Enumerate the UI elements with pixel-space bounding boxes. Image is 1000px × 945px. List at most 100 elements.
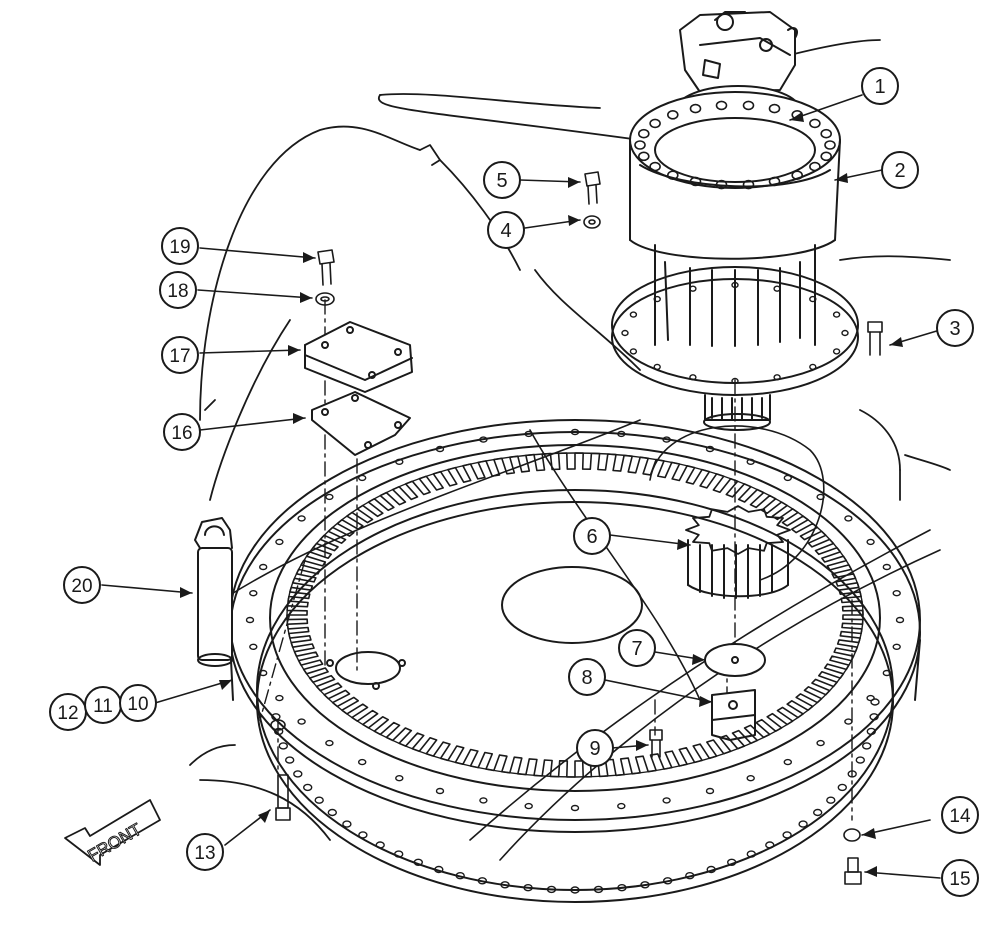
ring-bolt-hole xyxy=(866,727,876,736)
flange-bolt xyxy=(689,103,702,114)
floor-access-hole xyxy=(335,651,401,685)
ring-bolt-hole xyxy=(866,694,875,702)
flange-bolt xyxy=(666,110,679,120)
front-direction-arrow: FRONT xyxy=(64,799,161,866)
ring-bolt-hole xyxy=(293,770,303,778)
ring-bolt-hole xyxy=(479,436,488,443)
flange-bolt xyxy=(742,100,755,111)
callout-18-label: 18 xyxy=(167,281,188,302)
callout-16-label: 16 xyxy=(171,423,192,444)
ring-bolt-hole xyxy=(342,820,352,828)
ring-bolt-hole xyxy=(892,643,901,650)
ring-bolt-hole xyxy=(844,515,853,522)
ring-bolt-hole xyxy=(866,538,875,546)
callout-20: 20 xyxy=(63,566,101,604)
flange-hole xyxy=(773,285,781,292)
ring-gear-teeth xyxy=(286,452,864,778)
callouts: 1 2 3 4 5 6 7 8 xyxy=(49,67,979,897)
ring-bolt-hole xyxy=(882,669,891,677)
callout-1-label: 1 xyxy=(874,76,885,98)
flange-bolt xyxy=(634,140,646,150)
ring-bolt-hole xyxy=(303,783,313,792)
ring-bolt-hole xyxy=(297,718,306,725)
flange-hole xyxy=(841,329,849,337)
ring-bolt-hole xyxy=(798,820,808,828)
flange-bolt xyxy=(820,128,833,139)
ring-bolt-hole xyxy=(435,787,445,795)
ring-bolt-hole xyxy=(278,742,288,750)
ring-bolt-hole xyxy=(435,445,445,453)
flange-bolt xyxy=(809,118,821,129)
callout-19-label: 19 xyxy=(169,237,190,258)
ring-bolt-hole xyxy=(882,563,891,571)
ring-bolt-hole xyxy=(705,787,715,795)
flange-bolt xyxy=(649,118,661,129)
flange-bolt xyxy=(715,100,728,111)
callout-6: 6 xyxy=(573,517,611,555)
ring-bolt-hole xyxy=(259,563,268,571)
callout-2: 2 xyxy=(881,151,919,189)
flange-hole xyxy=(653,363,661,371)
ring-bolt-hole xyxy=(395,775,404,782)
callout-14: 14 xyxy=(941,796,979,834)
ring-bolt-hole xyxy=(746,458,755,465)
callout-4: 4 xyxy=(487,211,525,249)
callout-4-label: 4 xyxy=(500,220,511,242)
ring-bolt-hole xyxy=(249,590,258,597)
ring-bolt-hole xyxy=(375,841,385,849)
callout-18: 18 xyxy=(159,271,197,309)
ring-bolt-hole xyxy=(546,885,557,894)
machine-frame-outline xyxy=(189,39,951,841)
ring-bolt-holes-upper xyxy=(245,428,905,812)
flange-hole xyxy=(731,281,739,289)
ring-bolt-hole xyxy=(783,474,792,482)
ring-bolt-hole xyxy=(862,742,872,750)
ring-bolt-hole xyxy=(394,850,404,858)
ring-bolt-hole xyxy=(249,643,258,650)
ring-bolt-hole xyxy=(358,831,368,839)
ring-bolt-hole xyxy=(413,858,423,866)
flange-bolt xyxy=(791,170,804,180)
ring-bolt-hole xyxy=(325,493,334,501)
callout-20-label: 20 xyxy=(71,576,92,597)
ring-bolt-hole xyxy=(395,458,404,465)
ring-bolt-hole xyxy=(826,796,836,804)
ring-bolt-hole xyxy=(870,698,880,706)
ring-bolt-hole xyxy=(892,590,901,597)
swing-motor-assembly xyxy=(611,11,859,431)
leader-arrowheads xyxy=(180,112,903,877)
ring-bolt-hole xyxy=(783,758,792,766)
ring-bolt-hole xyxy=(477,877,487,885)
ring-bolt-hole xyxy=(813,808,823,817)
ring-bolt-holes-lower xyxy=(271,698,880,894)
ring-bolt-hole xyxy=(358,758,367,766)
ring-bolt-hole xyxy=(685,872,695,880)
callout-11: 11 xyxy=(84,686,122,724)
flange-bolt xyxy=(824,140,836,150)
ring-bolt-hole xyxy=(765,841,775,849)
ring-bolt-hole xyxy=(500,881,510,889)
ring-bolt-hole xyxy=(327,808,337,817)
flange-bolt xyxy=(637,151,650,162)
callout-14-label: 14 xyxy=(949,806,971,827)
callout-7: 7 xyxy=(618,629,656,667)
ring-bolt-hole xyxy=(570,886,580,894)
lock-bracket xyxy=(711,689,756,741)
callout-6-label: 6 xyxy=(586,526,597,548)
ring-bolt-hole xyxy=(837,783,847,792)
flange-hole xyxy=(629,311,638,318)
ring-bolt-hole xyxy=(662,797,671,804)
callout-3-label: 3 xyxy=(949,318,960,340)
thrust-plate xyxy=(704,643,766,677)
ring-bolt-hole xyxy=(855,756,865,764)
callout-8: 8 xyxy=(568,658,606,696)
ring-bolt-hole xyxy=(727,858,737,866)
ring-bolt-hole xyxy=(297,515,306,522)
flange-hole xyxy=(832,311,841,318)
ring-bolt-hole xyxy=(455,872,465,880)
callout-12: 12 xyxy=(49,693,87,731)
callout-3: 3 xyxy=(936,309,974,347)
ring-bolt-hole xyxy=(705,445,715,453)
